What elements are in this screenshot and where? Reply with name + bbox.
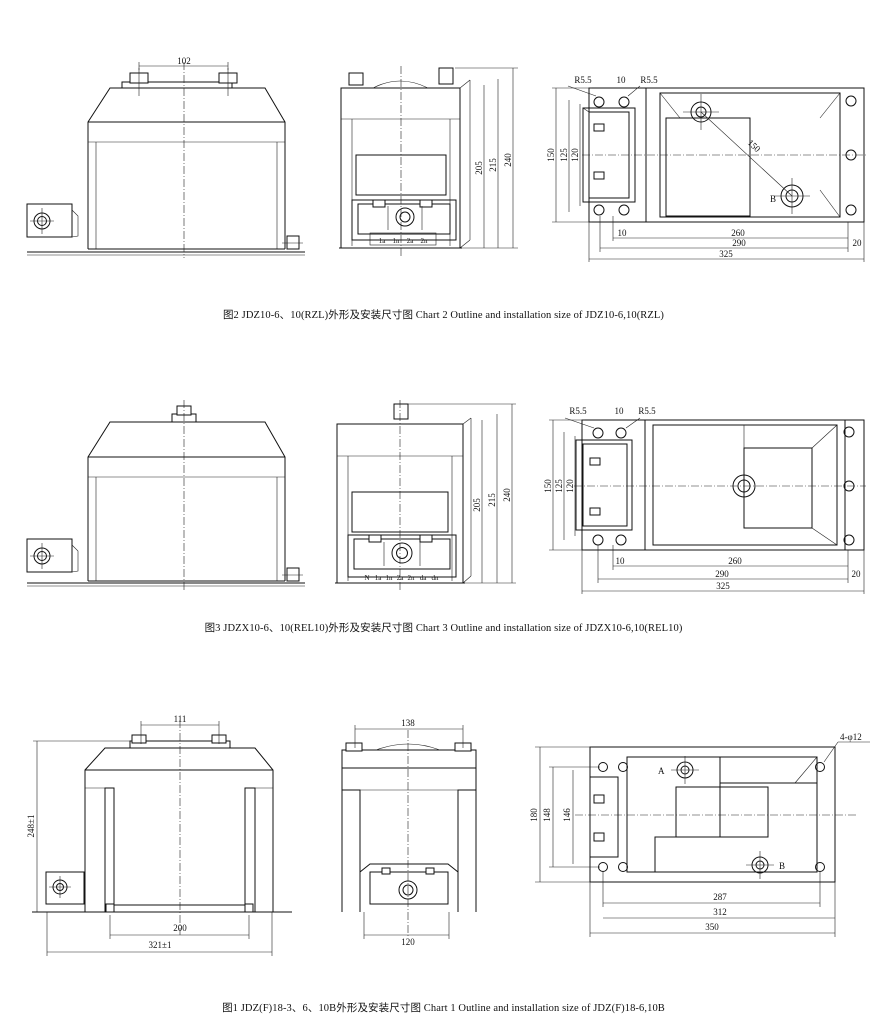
fig3-terminal-3: 2a (397, 574, 405, 582)
fig1-plan-bottom-287: 287 (713, 892, 727, 902)
fig2-plan-point-b: B (770, 194, 776, 204)
fig1-plan-bottom-350: 350 (705, 922, 719, 932)
fig3-side-view (335, 400, 516, 590)
fig3-terminal-6: dn (432, 574, 440, 582)
fig3-side-dim-240: 240 (502, 488, 512, 502)
fig2-plan-r-right: R5.5 (640, 75, 658, 85)
fig2-side-terminal-labels: 1a 1n 2a 2n (379, 237, 428, 245)
fig3-plan-h-125: 125 (554, 479, 564, 493)
fig2-front-view (26, 62, 305, 258)
fig1-front-base-200: 200 (173, 923, 187, 933)
fig2-terminal-2: 2a (407, 237, 415, 245)
fig2-plan-h-120: 120 (570, 148, 580, 162)
fig3-side-dim-205: 205 (472, 498, 482, 512)
fig3-plan-bottom-10: 10 (616, 556, 626, 566)
fig3-plan-view (549, 417, 866, 594)
fig1-caption: 图1 JDZ(F)18-3、6、10B外形及安装尺寸图 Chart 1 Outl… (222, 1003, 665, 1014)
fig2-terminal-3: 2n (421, 237, 429, 245)
fig3-plan-gap: 10 (615, 406, 625, 416)
fig2-terminal-1: 1n (393, 237, 401, 245)
fig2-caption: 图2 JDZ10-6、10(RZL)外形及安装尺寸图 Chart 2 Outli… (222, 310, 665, 321)
fig1-front-view (32, 720, 292, 956)
fig2-plan-bottom-260: 260 (731, 228, 745, 238)
fig1-front-base-321: 321±1 (149, 940, 172, 950)
fig3-plan-r-right: R5.5 (638, 406, 656, 416)
fig2-plan-h-125: 125 (559, 148, 569, 162)
fig1-side-dim-138: 138 (401, 718, 415, 728)
fig3-terminal-0: N (364, 574, 369, 582)
fig3-plan-h-150: 150 (543, 479, 553, 493)
fig2-terminal-0: 1a (379, 237, 387, 245)
fig1-plan-h-180: 180 (529, 808, 539, 822)
fig2-plan-bottom-325: 325 (719, 249, 733, 259)
fig1-side-view (341, 725, 477, 939)
fig2-side-dim-205: 205 (474, 161, 484, 175)
fig2-side-dim-215: 215 (488, 158, 498, 172)
fig3-plan-h-120: 120 (565, 479, 575, 493)
fig1-plan-h-146: 146 (562, 808, 572, 822)
fig1-side-dim-120: 120 (401, 937, 415, 947)
fig3-terminal-2: 1n (386, 574, 394, 582)
fig2-plan-bottom-20: 20 (853, 238, 863, 248)
fig2-plan-gap: 10 (617, 75, 627, 85)
fig3-plan-bottom-20: 20 (852, 569, 862, 579)
fig2-plan-diagonal: 150 (746, 138, 763, 155)
fig2-plan-bottom-10: 10 (618, 228, 628, 238)
fig2-plan-view (552, 85, 866, 262)
fig2-plan-h-150: 150 (546, 148, 556, 162)
fig1-front-dim-111: 111 (174, 714, 187, 724)
fig1-front-height: 248±1 (26, 815, 36, 838)
fig3-terminal-5: da (420, 574, 428, 582)
fig3-front-view (26, 400, 305, 592)
fig1-plan-bottom-312: 312 (713, 907, 727, 917)
fig3-caption: 图3 JDZX10-6、10(REL10)外形及安装尺寸图 Chart 3 Ou… (204, 623, 683, 634)
fig2-front-dim-102: 102 (177, 56, 191, 66)
fig1-plan-view (535, 741, 870, 937)
fig3-terminal-4: 2n (408, 574, 416, 582)
fig3-side-terminal-labels: N 1a 1n 2a 2n da dn (364, 574, 439, 582)
fig2-plan-bottom-290: 290 (732, 238, 746, 248)
fig3-plan-bottom-260: 260 (728, 556, 742, 566)
fig3-side-dim-215: 215 (487, 493, 497, 507)
fig1-plan-h-148: 148 (542, 808, 552, 822)
fig2-side-dim-240: 240 (503, 153, 513, 167)
fig3-plan-r-left: R5.5 (569, 406, 587, 416)
fig2-side-view (339, 66, 518, 256)
fig1-plan-point-b: B (779, 861, 785, 871)
fig2-plan-r-left: R5.5 (574, 75, 592, 85)
fig3-terminal-1: 1a (375, 574, 383, 582)
fig3-plan-bottom-290: 290 (715, 569, 729, 579)
fig3-plan-bottom-325: 325 (716, 581, 730, 591)
fig1-plan-holes: 4-φ12 (840, 732, 862, 742)
fig1-plan-point-a: A (658, 766, 665, 776)
